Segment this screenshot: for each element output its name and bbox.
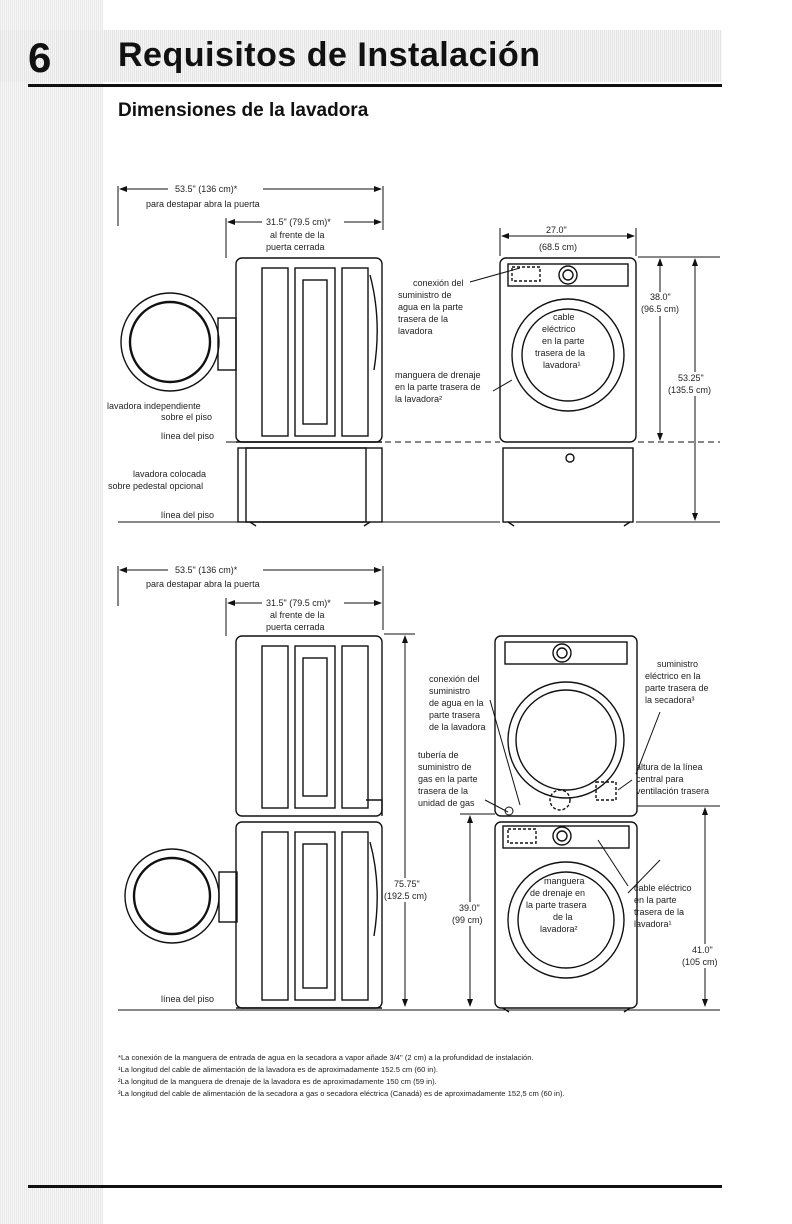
top-dim-width: 27.0" — [546, 225, 567, 235]
bottom-vent-label-3: ventilación trasera — [636, 786, 709, 796]
top-power-label-4: trasera de la — [535, 348, 585, 358]
header-band — [0, 30, 722, 82]
bottom-dim-closed-door: 31.5" (79.5 cm)* — [266, 598, 331, 608]
top-dim-width-cm: (68.5 cm) — [539, 242, 577, 252]
footnote: ³La longitud del cable de alimentación d… — [118, 1089, 565, 1098]
bottom-gas-label-5: unidad de gas — [418, 798, 475, 808]
top-power-label-1: cable — [553, 312, 575, 322]
bottom-dim-washer-height-cm: (99 cm) — [452, 915, 483, 925]
top-dim-open-door: 53.5" (136 cm)* — [175, 184, 238, 194]
footnotes: *La conexión de la manguera de entrada d… — [118, 1052, 728, 1100]
page-margin-band — [0, 0, 103, 1224]
bottom-gas-label-4: trasera de la — [418, 786, 468, 796]
bottom-dim-washer-height: 39.0" — [459, 903, 480, 913]
bottom-dim-open-door-note: para destapar abra la puerta — [146, 579, 260, 589]
top-water-label-5: lavadora — [398, 326, 433, 336]
top-water-label-4: trasera de la — [398, 314, 448, 324]
bottom-water-label-5: de la lavadora — [429, 722, 486, 732]
top-drain-label-3: la lavadora² — [395, 394, 442, 404]
top-power-label-3: en la parte — [542, 336, 585, 346]
bottom-dryer-power-label-1: suministro — [657, 659, 698, 669]
bottom-dim-vent-height: 41.0" — [692, 945, 713, 955]
bottom-dim-stack-height-cm: (192.5 cm) — [384, 891, 427, 901]
top-pedestal-label-1: lavadora colocada — [133, 469, 206, 479]
top-dim-total-height-cm: (135.5 cm) — [668, 385, 711, 395]
footnote: ²La longitud de la manguera de drenaje d… — [118, 1077, 437, 1086]
page-title: Requisitos de Instalación — [118, 36, 541, 74]
bottom-water-label-2: suministro — [429, 686, 470, 696]
top-standalone-label-2: sobre el piso — [161, 412, 212, 422]
top-floor-line-label: línea del piso — [161, 431, 214, 441]
bottom-vent-label-1: altura de la línea — [636, 762, 703, 772]
bottom-water-label-3: de agua en la — [429, 698, 484, 708]
bottom-drain-label-3: la parte trasera — [526, 900, 587, 910]
section-subtitle: Dimensiones de la lavadora — [118, 100, 369, 121]
header-rule — [28, 84, 722, 87]
top-water-label-2: suministro de — [398, 290, 452, 300]
top-floor-line-2-label: línea del piso — [161, 510, 214, 520]
bottom-dryer-power-label-2: eléctrico en la — [645, 671, 701, 681]
bottom-water-label-4: parte trasera — [429, 710, 480, 720]
top-drain-label-2: en la parte trasera de — [395, 382, 481, 392]
top-power-label-2: eléctrico — [542, 324, 576, 334]
top-standalone-label-1: lavadora independiente — [107, 401, 201, 411]
bottom-washer-power-label-2: en la parte — [634, 895, 677, 905]
bottom-side-view — [124, 635, 383, 1009]
bottom-washer-power-label-3: trasera de la — [634, 907, 684, 917]
bottom-drain-label-2: de drenaje en — [530, 888, 585, 898]
top-dim-closed-door: 31.5" (79.5 cm)* — [266, 217, 331, 227]
top-water-label-1: conexión del — [413, 278, 464, 288]
bottom-vent-label-2: central para — [636, 774, 684, 784]
bottom-gas-label-1: tubería de — [418, 750, 459, 760]
bottom-washer-power-label-1: cable eléctrico — [634, 883, 692, 893]
top-dim-closed-note-1: al frente de la — [270, 230, 325, 240]
bottom-washer-power-label-4: lavadora¹ — [634, 919, 672, 929]
top-dim-height-cm: (96.5 cm) — [641, 304, 679, 314]
footnote: ¹La longitud del cable de alimentación d… — [118, 1065, 438, 1074]
bottom-dim-open-door: 53.5" (136 cm)* — [175, 565, 238, 575]
bottom-dim-stack-height: 75.75" — [394, 879, 420, 889]
bottom-dim-closed-note-1: al frente de la — [270, 610, 325, 620]
bottom-front-view — [494, 635, 638, 1013]
bottom-dryer-power-label-3: parte trasera de — [645, 683, 709, 693]
bottom-drain-label-4: de la — [553, 912, 573, 922]
bottom-floor-line-label: línea del piso — [161, 994, 214, 1004]
bottom-gas-label-2: suministro de — [418, 762, 472, 772]
bottom-water-label-1: conexión del — [429, 674, 480, 684]
bottom-gas-label-3: gas en la parte — [418, 774, 478, 784]
top-dim-total-height: 53.25" — [678, 373, 704, 383]
section-number: 6 — [28, 34, 52, 81]
top-dim-height: 38.0" — [650, 292, 671, 302]
bottom-dim-closed-note-2: puerta cerrada — [266, 622, 325, 632]
top-water-label-3: agua en la parte — [398, 302, 463, 312]
top-dim-closed-note-2: puerta cerrada — [266, 242, 325, 252]
top-drain-label-1: manguera de drenaje — [395, 370, 481, 380]
top-pedestal-label-2: sobre pedestal opcional — [108, 481, 203, 491]
top-front-view — [499, 257, 637, 527]
top-dim-open-door-note: para destapar abra la puerta — [146, 199, 260, 209]
top-power-label-5: lavadora¹ — [543, 360, 581, 370]
bottom-dim-vent-height-cm: (105 cm) — [682, 957, 718, 967]
footnote: *La conexión de la manguera de entrada d… — [118, 1053, 534, 1062]
footer-rule — [28, 1185, 722, 1188]
bottom-drain-label-1: manguera — [544, 876, 585, 886]
bottom-dryer-power-label-4: la secadora³ — [645, 695, 695, 705]
bottom-drain-label-5: lavadora² — [540, 924, 578, 934]
